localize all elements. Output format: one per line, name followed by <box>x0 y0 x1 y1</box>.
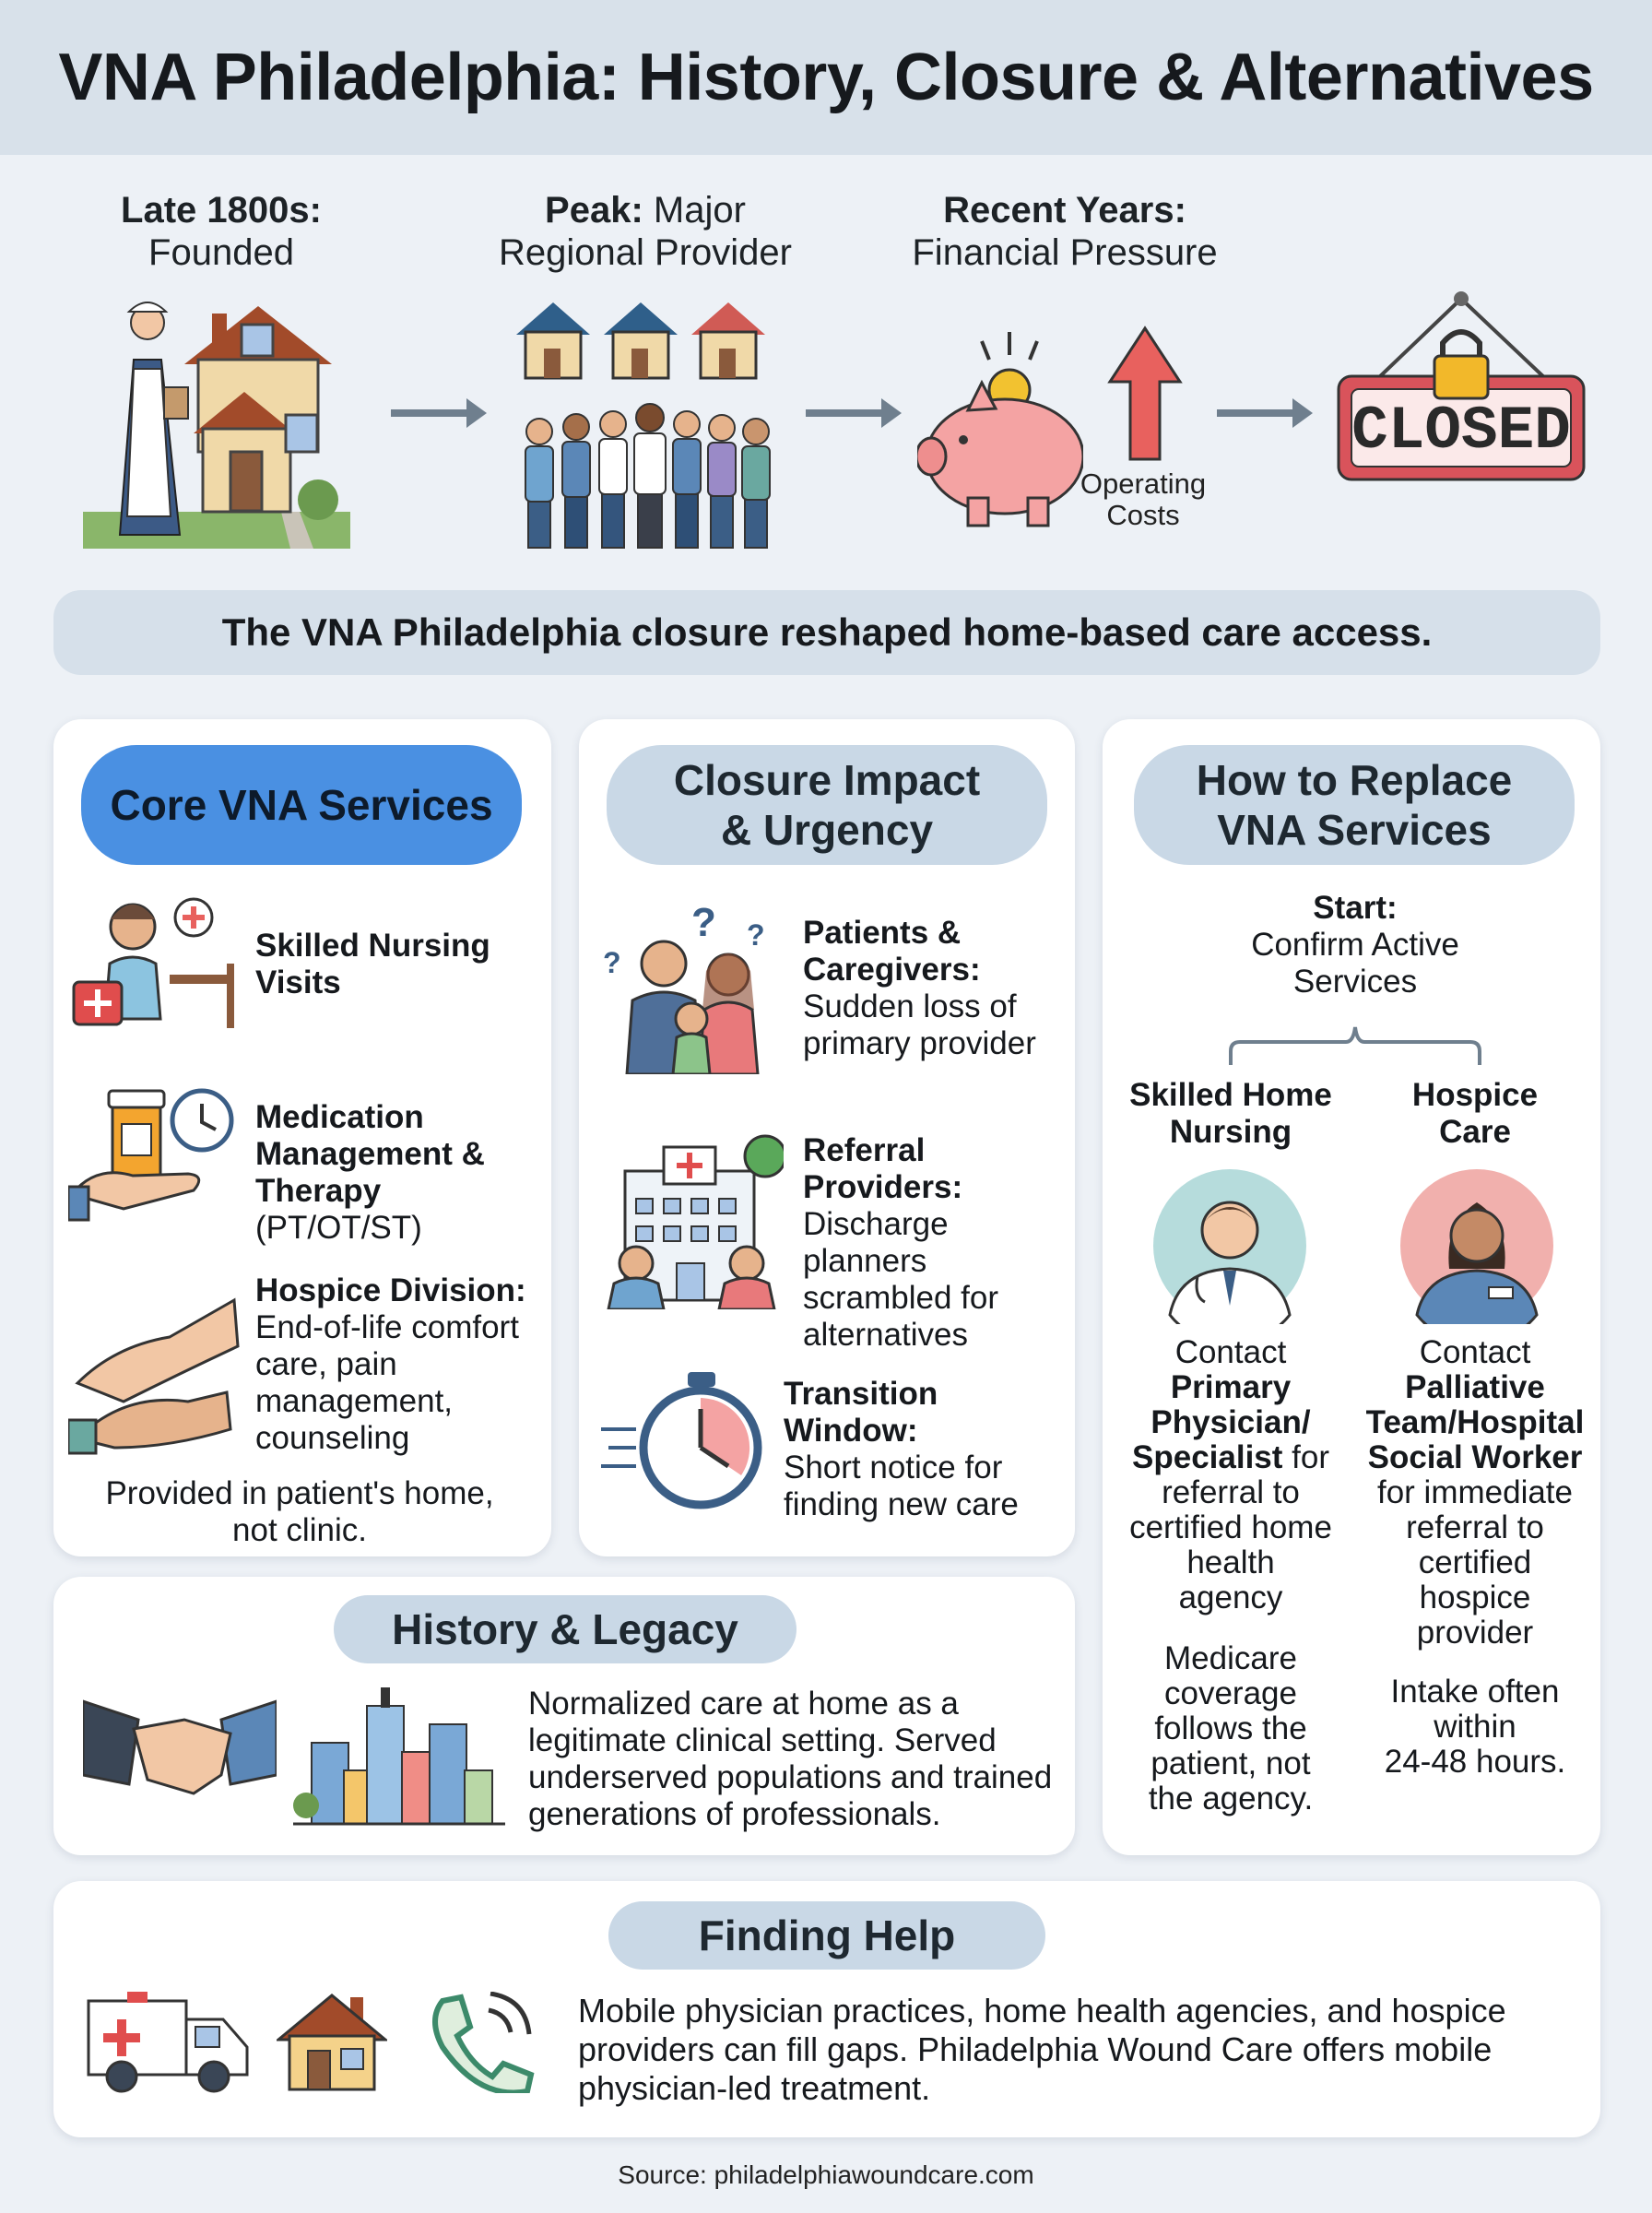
medication-clock-icon <box>68 1088 234 1222</box>
replace-start-step: Start:Confirm Active Services <box>1251 890 1459 1000</box>
handshake-icon <box>83 1699 277 1795</box>
timeline-arrow-1 <box>391 398 487 428</box>
core-services-footer: Provided in patient's home, not clinic. <box>105 1475 494 1548</box>
worried-family-icon: ? ? ? <box>603 900 765 1074</box>
closed-sign-icon <box>1337 291 1586 481</box>
nurse-house-illustration <box>83 302 350 549</box>
stopwatch-icon <box>601 1372 762 1509</box>
nurse-visit-icon <box>72 897 234 1028</box>
svg-text:?: ? <box>691 900 716 945</box>
timeline-arrow-2 <box>806 398 902 428</box>
physician-avatar-icon <box>1153 1169 1306 1324</box>
hospice-nurse-avatar-icon <box>1400 1169 1553 1324</box>
key-message-banner: The VNA Philadelphia closure reshaped ho… <box>53 590 1600 675</box>
core-services-heading: Core VNA Services <box>81 745 522 865</box>
svg-text:?: ? <box>747 918 765 952</box>
caring-hands-icon <box>68 1297 240 1455</box>
decision-branch-bracket <box>1229 1026 1481 1065</box>
finding-help-heading: Finding Help <box>608 1901 1045 1970</box>
staff-group-illustration <box>516 302 771 549</box>
svg-text:?: ? <box>603 946 621 979</box>
core-item-skilled-nursing: Skilled Nursing Visits <box>255 928 490 1000</box>
branch-title-hospice: Hospice Care <box>1411 1077 1539 1150</box>
header-bar: VNA Philadelphia: History, Closure & Alt… <box>0 0 1652 155</box>
timeline-label-recent: Recent Years:Financial Pressure <box>912 190 1218 273</box>
rising-cost-arrow-icon <box>1107 325 1183 461</box>
home-icon <box>277 1994 387 2091</box>
closure-impact-heading: Closure Impact & Urgency <box>607 745 1047 865</box>
phone-call-icon <box>432 1992 535 2093</box>
timeline-arrow-3 <box>1217 398 1313 428</box>
timeline-label-founded: Late 1800s:Founded <box>121 190 322 273</box>
source-credit: Source: philadelphiawoundcare.com <box>618 2160 1034 2189</box>
ambulance-icon <box>87 1992 249 2093</box>
impact-item-referral: Referral Providers:Discharge planners sc… <box>803 1132 999 1353</box>
hospital-phone-icon <box>607 1134 784 1309</box>
city-skyline-icon <box>293 1687 505 1826</box>
core-item-hospice: Hospice Division:End-of-life comfort car… <box>255 1272 526 1456</box>
history-legacy-heading: History & Legacy <box>334 1595 796 1663</box>
piggy-bank-icon <box>917 332 1083 527</box>
page-title: VNA Philadelphia: History, Closure & Alt… <box>58 41 1594 114</box>
impact-item-transition: Transition Window:Short notice for findi… <box>784 1376 1019 1522</box>
operating-costs-label: Operating Costs <box>1080 467 1207 531</box>
history-legacy-text: Normalized care at home as a legitimate … <box>528 1686 1053 1832</box>
core-item-medication: Medication Management & Therapy (PT/OT/S… <box>255 1099 485 1246</box>
replace-services-heading: How to Replace VNA Services <box>1134 745 1575 865</box>
branch-title-skilled-nursing: Skilled Home Nursing <box>1129 1077 1332 1150</box>
medicare-coverage-note: Medicare coverage follows the patient, n… <box>1148 1640 1314 1817</box>
closed-sign-text: CLOSED <box>1351 396 1571 466</box>
finding-help-text: Mobile physician practices, home health … <box>578 1992 1506 2107</box>
hospice-intake-note: Intake often within 24-48 hours. <box>1384 1674 1566 1780</box>
impact-item-patients: Patients & Caregivers:Sudden loss of pri… <box>803 915 1036 1061</box>
